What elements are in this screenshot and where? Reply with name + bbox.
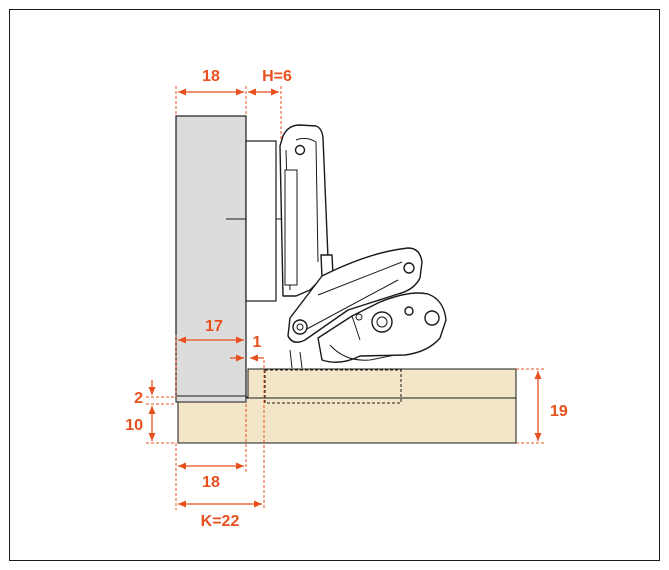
- label-gap: 1: [253, 334, 262, 351]
- hinge-mechanism: [245, 124, 447, 369]
- dim-hinge-offset: H=6: [248, 68, 292, 140]
- dim-panel-thickness: 19: [516, 368, 568, 444]
- door-leaf: [175, 115, 282, 403]
- label-panel-thickness: 19: [550, 403, 568, 420]
- cabinet-panel: [177, 368, 517, 444]
- cup-recess: [264, 369, 402, 404]
- dim-overlay: 17: [175, 318, 244, 397]
- dim-plate-height: 10: [125, 406, 176, 444]
- label-cup-distance: K=22: [201, 513, 240, 530]
- dim-door-thickness: 18: [175, 68, 247, 116]
- label-bore-distance: 18: [202, 474, 220, 491]
- label-distance: 2: [134, 390, 143, 407]
- dim-distance: 2: [134, 380, 176, 407]
- label-hinge-offset: H=6: [262, 68, 292, 85]
- dim-bore-distance: 18: [175, 404, 247, 510]
- dim-cup-distance: K=22: [178, 360, 265, 530]
- label-plate-height: 10: [125, 417, 143, 434]
- diagram-frame: [9, 9, 660, 561]
- label-door-thickness: 18: [202, 68, 220, 85]
- dim-gap: 1: [230, 334, 264, 362]
- label-overlay: 17: [205, 318, 223, 335]
